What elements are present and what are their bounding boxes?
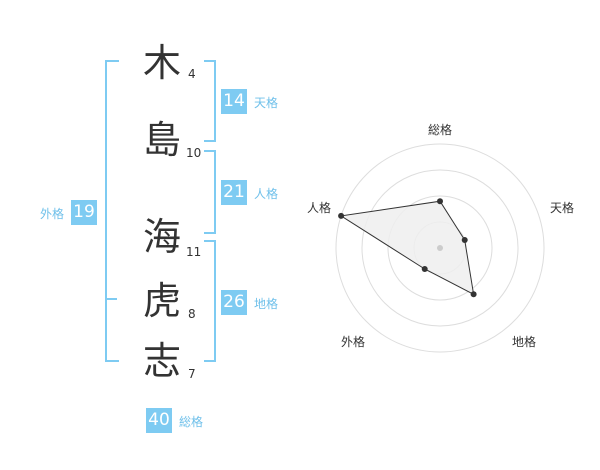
radar-point-5: [338, 212, 345, 219]
name-char-3: 海: [143, 215, 182, 259]
stroke-count-1: 4: [188, 67, 196, 81]
chikaku-label: 地格: [254, 297, 279, 311]
radar-axis-label-1: 総格: [428, 123, 453, 137]
soukaku-value: 40: [146, 408, 172, 433]
gaikaku-value: 19: [71, 200, 97, 225]
radar-axis-label-2: 天格: [550, 201, 575, 215]
chikaku-value: 26: [221, 290, 247, 315]
name-char-2: 島: [143, 118, 182, 162]
bracket-gaikaku: [105, 60, 119, 362]
radar-point-1: [437, 198, 443, 205]
radar-ring: [335, 143, 545, 353]
tenkaku-label: 天格: [254, 96, 279, 110]
stroke-count-4: 8: [188, 307, 196, 321]
jinkaku-label: 人格: [254, 187, 279, 201]
radar-point-2: [461, 236, 468, 243]
bracket-chikaku: [204, 240, 216, 362]
radar-point-4: [421, 266, 428, 273]
radar-polygon: [339, 200, 475, 296]
gaikaku-label: 外格: [40, 207, 65, 221]
radar-axis-label-4: 外格: [341, 335, 366, 349]
bracket-gaikaku-divider: [105, 298, 117, 300]
stroke-count-5: 7: [188, 367, 196, 381]
name-char-1: 木: [143, 41, 182, 85]
radar-axis-label-3: 地格: [512, 335, 537, 349]
bracket-jinkaku: [204, 150, 216, 234]
bracket-tenkaku: [204, 60, 216, 142]
radar-ring: [361, 169, 519, 327]
jinkaku-value: 21: [221, 180, 247, 205]
radar-axis-label-5: 人格: [307, 201, 332, 215]
stroke-count-3: 11: [186, 245, 202, 259]
radar-ring: [387, 195, 493, 301]
radar-center-dot: [437, 245, 443, 251]
stroke-count-2: 10: [186, 146, 202, 160]
name-char-4: 虎: [143, 279, 182, 323]
name-char-5: 志: [143, 339, 182, 383]
soukaku-label: 総格: [179, 415, 204, 429]
radar-point-3: [470, 291, 477, 298]
tenkaku-value: 14: [221, 89, 247, 114]
